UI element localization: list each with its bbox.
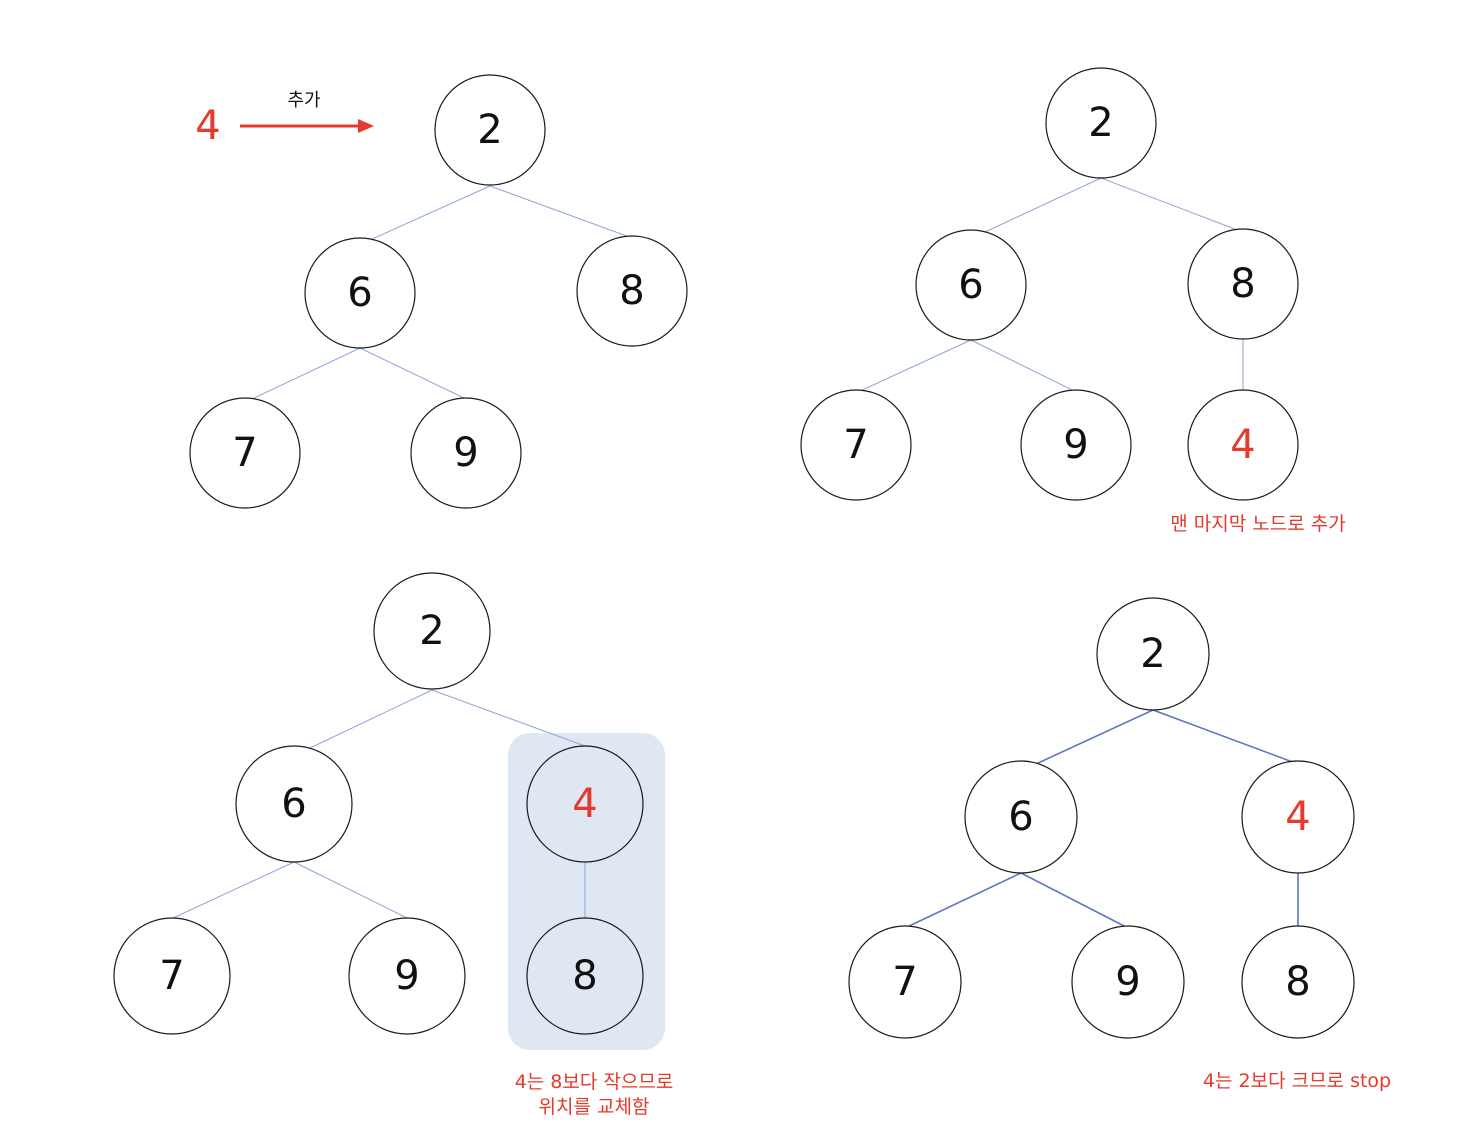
panel-3-swap: 2 6 4 7 9 8 4는 8보다 작으므로 위치를 교체함 bbox=[113, 572, 674, 1118]
panel-2-append-last: 2 6 8 7 9 4 맨 마지막 노드로 추가 bbox=[800, 67, 1346, 535]
node-label-right-left: 8 bbox=[1285, 959, 1310, 1005]
node-label-left: 6 bbox=[347, 270, 372, 316]
tree-node-left-right: 9 bbox=[1071, 925, 1185, 1039]
tree-node-left: 6 bbox=[964, 760, 1078, 874]
node-label-right: 8 bbox=[619, 268, 644, 314]
edge-root-right bbox=[1100, 177, 1241, 232]
tree-node-right: 4 bbox=[526, 745, 644, 863]
tree-node-left-left: 7 bbox=[848, 925, 962, 1039]
node-label-right: 8 bbox=[1230, 261, 1255, 307]
node-label-root: 2 bbox=[419, 608, 444, 654]
edge-root-right bbox=[1152, 709, 1299, 765]
node-label-left: 6 bbox=[958, 262, 983, 308]
edge-left-leftleft bbox=[857, 339, 972, 393]
tree-node-left-right: 9 bbox=[410, 397, 522, 509]
node-label-left-left: 7 bbox=[843, 422, 868, 468]
node-label-root: 2 bbox=[1088, 100, 1113, 146]
edge-root-right bbox=[489, 185, 633, 239]
edge-left-leftleft bbox=[904, 872, 1022, 929]
tree-node-left: 6 bbox=[915, 229, 1027, 341]
edge-left-leftleft bbox=[249, 347, 361, 401]
panel-1-initial-heap: 4 추가 2 6 8 7 9 bbox=[189, 74, 688, 509]
edge-left-leftright bbox=[293, 861, 408, 919]
node-label-left: 6 bbox=[1008, 794, 1033, 840]
edge-root-left bbox=[984, 177, 1102, 233]
node-label-left: 6 bbox=[281, 781, 306, 827]
caption-swap-line1: 4는 8보다 작으므로 bbox=[515, 1071, 674, 1093]
tree-node-right-left: 8 bbox=[526, 917, 644, 1035]
tree-node-root: 2 bbox=[1096, 597, 1210, 711]
tree-node-right-left: 4 bbox=[1187, 389, 1299, 501]
node-label-root: 2 bbox=[1140, 631, 1165, 677]
node-label-left-left: 7 bbox=[892, 959, 917, 1005]
tree-node-left-right: 9 bbox=[1020, 389, 1132, 501]
tree-node-left: 6 bbox=[235, 745, 353, 863]
node-label-left-left: 7 bbox=[159, 953, 184, 999]
node-label-right: 4 bbox=[572, 781, 597, 827]
arrow-icon bbox=[240, 119, 374, 133]
node-label-left-right: 9 bbox=[1115, 959, 1140, 1005]
tree-node-right: 8 bbox=[1187, 228, 1299, 340]
node-label-left-right: 9 bbox=[394, 953, 419, 999]
node-label-left-right: 9 bbox=[1063, 422, 1088, 468]
tree-node-right: 4 bbox=[1241, 760, 1355, 874]
tree-node-root: 2 bbox=[434, 74, 546, 186]
incoming-value: 4 bbox=[195, 103, 220, 149]
tree-node-left-left: 7 bbox=[800, 389, 912, 501]
tree-node-left-left: 7 bbox=[189, 397, 301, 509]
edge-root-left bbox=[1035, 709, 1154, 765]
node-label-left-left: 7 bbox=[232, 430, 257, 476]
tree-node-right: 8 bbox=[576, 235, 688, 347]
tree-node-left-left: 7 bbox=[113, 917, 231, 1035]
edge-root-left bbox=[309, 689, 433, 749]
node-label-root: 2 bbox=[477, 107, 502, 153]
node-label-right-left: 8 bbox=[572, 953, 597, 999]
tree-node-left: 6 bbox=[304, 237, 416, 349]
node-label-left-right: 9 bbox=[453, 430, 478, 476]
edge-left-leftright bbox=[970, 339, 1077, 393]
tree-node-left-right: 9 bbox=[348, 917, 466, 1035]
caption-swap-line2: 위치를 교체함 bbox=[539, 1096, 650, 1118]
tree-node-root: 2 bbox=[373, 572, 491, 690]
caption-stop: 4는 2보다 크므로 stop bbox=[1203, 1070, 1391, 1092]
arrow-label: 추가 bbox=[287, 90, 320, 111]
edge-root-right bbox=[431, 689, 586, 747]
panel-4-stop: 2 6 4 7 9 8 4는 2보다 크므로 stop bbox=[848, 597, 1391, 1092]
edge-left-leftleft bbox=[172, 861, 295, 919]
caption-append: 맨 마지막 노드로 추가 bbox=[1170, 513, 1345, 535]
edge-left-leftright bbox=[359, 347, 467, 400]
node-label-right: 4 bbox=[1285, 794, 1310, 840]
edge-left-leftright bbox=[1020, 872, 1129, 929]
tree-node-right-left: 8 bbox=[1241, 925, 1355, 1039]
tree-node-root: 2 bbox=[1045, 67, 1157, 179]
edge-root-left bbox=[369, 185, 491, 241]
node-label-right-left: 4 bbox=[1230, 422, 1255, 468]
